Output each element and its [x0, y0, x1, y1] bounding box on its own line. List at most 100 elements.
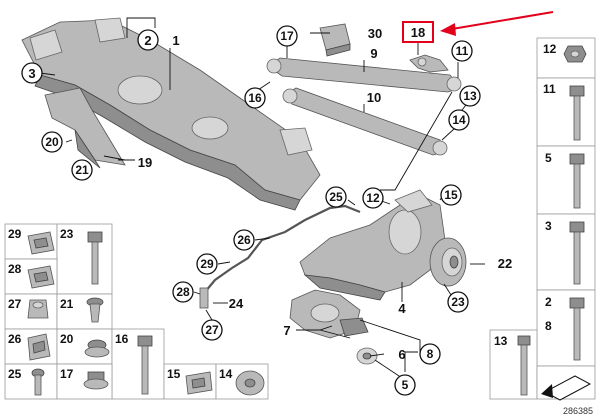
- grid-label-28: 28: [8, 262, 22, 276]
- callout-12[interactable]: 12: [362, 187, 384, 209]
- column-label-3: 3: [545, 219, 552, 233]
- svg-text:27: 27: [205, 323, 219, 337]
- svg-text:26: 26: [237, 233, 251, 247]
- grid-label-14: 14: [219, 367, 233, 381]
- nut-20-icon: [84, 339, 110, 358]
- spring-link-part: [289, 289, 369, 339]
- callout-27[interactable]: 27: [201, 319, 223, 341]
- callout-23[interactable]: 23: [447, 291, 469, 313]
- callout-3[interactable]: 3: [21, 62, 43, 84]
- grid-label-16: 16: [115, 332, 129, 346]
- svg-text:12: 12: [366, 191, 380, 205]
- svg-text:28: 28: [176, 285, 190, 299]
- callout-26[interactable]: 26: [233, 229, 255, 251]
- hardware-column-right: 12 11 5 3 2 8 13: [489, 37, 596, 401]
- svg-text:23: 23: [451, 295, 465, 309]
- bolt-11-icon: [569, 85, 585, 141]
- svg-text:21: 21: [75, 163, 89, 177]
- callout-11[interactable]: 11: [451, 40, 473, 62]
- bolt-3-icon: [569, 221, 585, 285]
- washer-part: [356, 347, 378, 365]
- svg-text:29: 29: [200, 257, 214, 271]
- svg-text:1: 1: [172, 33, 179, 48]
- callout-20[interactable]: 20: [41, 131, 63, 153]
- bushing-14-icon: [235, 370, 265, 396]
- callout-24[interactable]: 24: [229, 296, 244, 311]
- callout-1[interactable]: 1: [172, 33, 179, 48]
- grid-label-27: 27: [8, 297, 22, 311]
- svg-text:14: 14: [452, 113, 466, 127]
- cable-clip-icon: [27, 231, 55, 255]
- callout-9[interactable]: 9: [370, 46, 377, 61]
- svg-text:24: 24: [229, 296, 244, 311]
- svg-text:8: 8: [427, 347, 434, 361]
- highlight-arrow: [440, 11, 554, 36]
- callout-4[interactable]: 4: [398, 301, 406, 316]
- grid-label-21: 21: [60, 297, 74, 311]
- callout-6[interactable]: 6: [398, 347, 405, 362]
- svg-text:3: 3: [28, 66, 35, 81]
- grid-label-25: 25: [8, 367, 22, 381]
- nut-17-icon: [83, 371, 109, 390]
- bolt-5-icon: [569, 153, 585, 209]
- svg-text:5: 5: [402, 378, 409, 392]
- clip-26-icon: [27, 333, 51, 361]
- callout-13[interactable]: 13: [459, 85, 481, 107]
- bolt-13-icon: [517, 335, 531, 396]
- callout-16[interactable]: 16: [244, 87, 266, 109]
- svg-text:17: 17: [280, 29, 294, 43]
- callout-29[interactable]: 29: [196, 253, 218, 275]
- grid-label-17: 17: [60, 367, 74, 381]
- cable-clip-2-icon: [27, 265, 55, 289]
- callout-19[interactable]: 19: [138, 155, 152, 170]
- wheel-carrier-part: [299, 189, 467, 301]
- svg-text:20: 20: [45, 135, 59, 149]
- diagram-reference-number: 286385: [563, 406, 593, 416]
- callout-21[interactable]: 21: [71, 159, 93, 181]
- lower-control-arm-part: [282, 87, 448, 156]
- callout-7[interactable]: 7: [283, 323, 290, 338]
- callout-15[interactable]: 15: [440, 184, 462, 206]
- svg-text:22: 22: [498, 256, 512, 271]
- small-bracket-part: [409, 54, 449, 73]
- stop-block-part: [319, 23, 351, 57]
- grid-label-23: 23: [60, 227, 74, 241]
- callout-5[interactable]: 5: [394, 374, 416, 396]
- callout-30[interactable]: 30: [368, 26, 382, 41]
- svg-text:18: 18: [411, 25, 425, 40]
- svg-text:25: 25: [329, 190, 343, 204]
- column-label-8: 8: [545, 319, 552, 333]
- bolt-2-icon: [569, 297, 585, 361]
- svg-text:10: 10: [367, 90, 381, 105]
- bolt-16-icon: [137, 335, 153, 395]
- bracket-part: [44, 87, 126, 169]
- callout-22[interactable]: 22: [498, 256, 512, 271]
- callout-28[interactable]: 28: [172, 281, 194, 303]
- callout-25[interactable]: 25: [325, 186, 347, 208]
- svg-text:9: 9: [370, 46, 377, 61]
- screw-25-icon: [31, 368, 45, 396]
- direction-arrow-icon: [541, 375, 592, 401]
- svg-text:30: 30: [368, 26, 382, 41]
- svg-text:6: 6: [398, 347, 405, 362]
- column-label-11: 11: [543, 82, 556, 96]
- svg-text:4: 4: [398, 301, 406, 316]
- upper-control-arm-part: [266, 57, 462, 93]
- callout-14[interactable]: 14: [448, 109, 470, 131]
- grid-label-29: 29: [8, 227, 22, 241]
- clip-15-icon: [185, 371, 213, 395]
- callout-18-highlighted[interactable]: 18: [402, 21, 434, 43]
- callout-10[interactable]: 10: [367, 90, 381, 105]
- svg-text:16: 16: [248, 91, 262, 105]
- grid-label-15: 15: [167, 367, 181, 381]
- expansion-rivet-icon: [86, 297, 104, 323]
- column-label-2: 2: [545, 295, 552, 309]
- column-label-12: 12: [543, 42, 557, 56]
- svg-text:7: 7: [283, 323, 290, 338]
- callout-2[interactable]: 2: [137, 29, 159, 51]
- callout-8[interactable]: 8: [419, 343, 441, 365]
- callout-17[interactable]: 17: [276, 25, 298, 47]
- bolt-23-icon: [87, 231, 103, 285]
- svg-text:11: 11: [456, 44, 469, 58]
